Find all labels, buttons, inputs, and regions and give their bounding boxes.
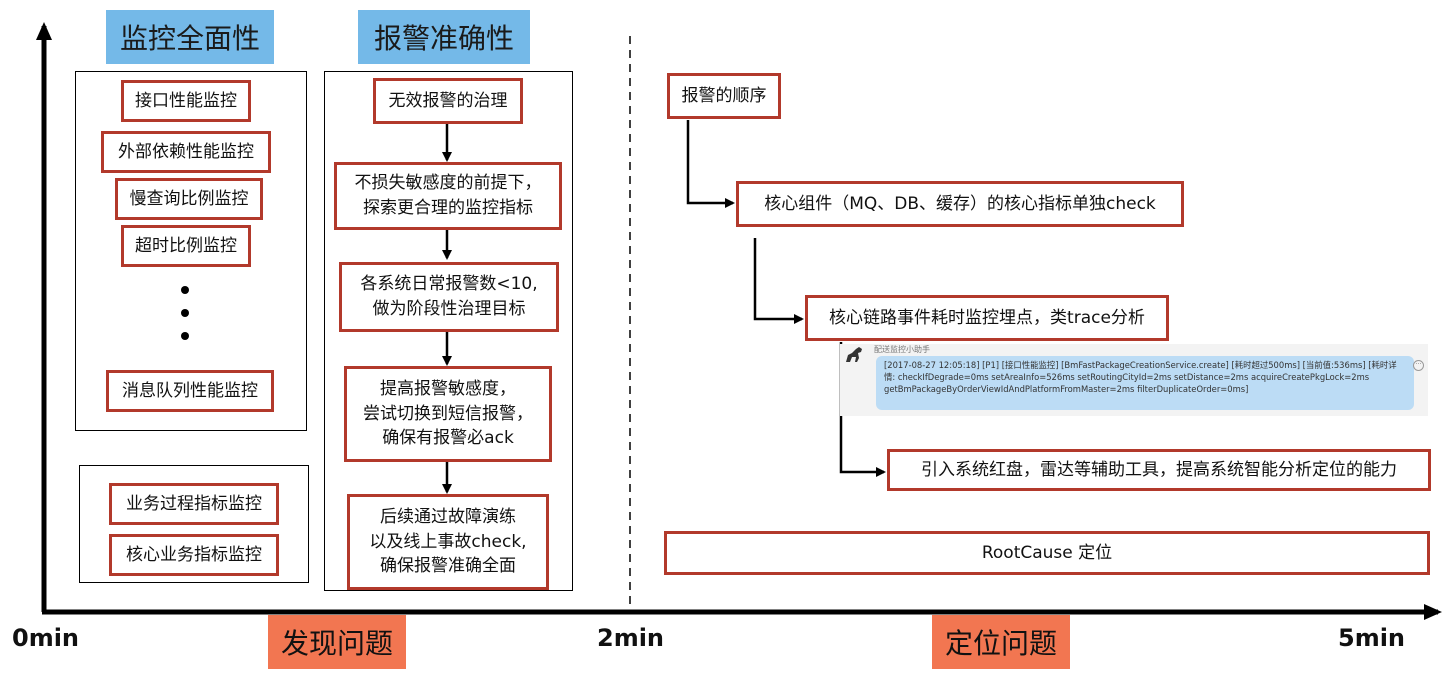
phase-locate: 定位问题 bbox=[932, 615, 1070, 669]
chat-message-bubble: [2017-08-27 12:05:18] [P1] [接口性能监控] [BmF… bbox=[876, 356, 1414, 410]
monitor-item-1: 外部依赖性能监控 bbox=[101, 131, 271, 173]
alarm-step-4: 后续通过故障演练 以及线上事故check, 确保报警准确全面 bbox=[347, 494, 549, 590]
axis-label-start: 0min bbox=[12, 624, 80, 652]
locate-elbow-2 bbox=[753, 238, 804, 324]
monitor-item-3: 超时比例监控 bbox=[121, 225, 251, 267]
ellipsis-dot bbox=[181, 332, 189, 340]
monitor-group-box bbox=[75, 71, 307, 431]
chat-sender-name: 配送监控小助手 bbox=[874, 345, 930, 354]
locate-step-2: 核心链路事件耗时监控埋点，类trace分析 bbox=[805, 295, 1169, 341]
alarm-step-1: 不损失敏感度的前提下， 探索更合理的监控指标 bbox=[334, 162, 562, 230]
ellipsis-dot bbox=[181, 309, 189, 317]
alert-message-screenshot: 配送监控小助手 [2017-08-27 12:05:18] [P1] [接口性能… bbox=[840, 344, 1428, 416]
monitor-item-last: 消息队列性能监控 bbox=[106, 370, 274, 412]
more-icon: ··· bbox=[1413, 360, 1424, 371]
rootcause-box: RootCause 定位 bbox=[664, 531, 1430, 575]
horse-icon bbox=[846, 347, 862, 362]
alarm-step-2: 各系统日常报警数<10, 做为阶段性治理目标 bbox=[339, 262, 559, 332]
axis-label-end: 5min bbox=[1338, 624, 1406, 652]
business-group-box bbox=[79, 465, 309, 583]
ellipsis-dot bbox=[181, 286, 189, 294]
locate-step-3: 引入系统红盘，雷达等辅助工具，提高系统智能分析定位的能力 bbox=[887, 449, 1431, 491]
header-monitor-coverage: 监控全面性 bbox=[106, 10, 274, 64]
header-alarm-accuracy: 报警准确性 bbox=[358, 10, 530, 64]
monitor-item-0: 接口性能监控 bbox=[121, 80, 251, 122]
alarm-step-0: 无效报警的治理 bbox=[373, 78, 523, 124]
monitor-item-2: 慢查询比例监控 bbox=[115, 178, 263, 220]
axis-label-mid: 2min bbox=[597, 624, 665, 652]
phase-discover: 发现问题 bbox=[268, 615, 406, 669]
locate-elbow-1 bbox=[686, 120, 735, 208]
locate-step-1: 核心组件（MQ、DB、缓存）的核心指标单独check bbox=[736, 181, 1184, 227]
alarm-group-box bbox=[324, 71, 573, 591]
alarm-step-3: 提高报警敏感度， 尝试切换到短信报警， 确保有报警必ack bbox=[344, 366, 552, 462]
business-item-0: 业务过程指标监控 bbox=[109, 483, 279, 525]
locate-step-0: 报警的顺序 bbox=[667, 73, 781, 119]
business-item-1: 核心业务指标监控 bbox=[109, 534, 279, 576]
